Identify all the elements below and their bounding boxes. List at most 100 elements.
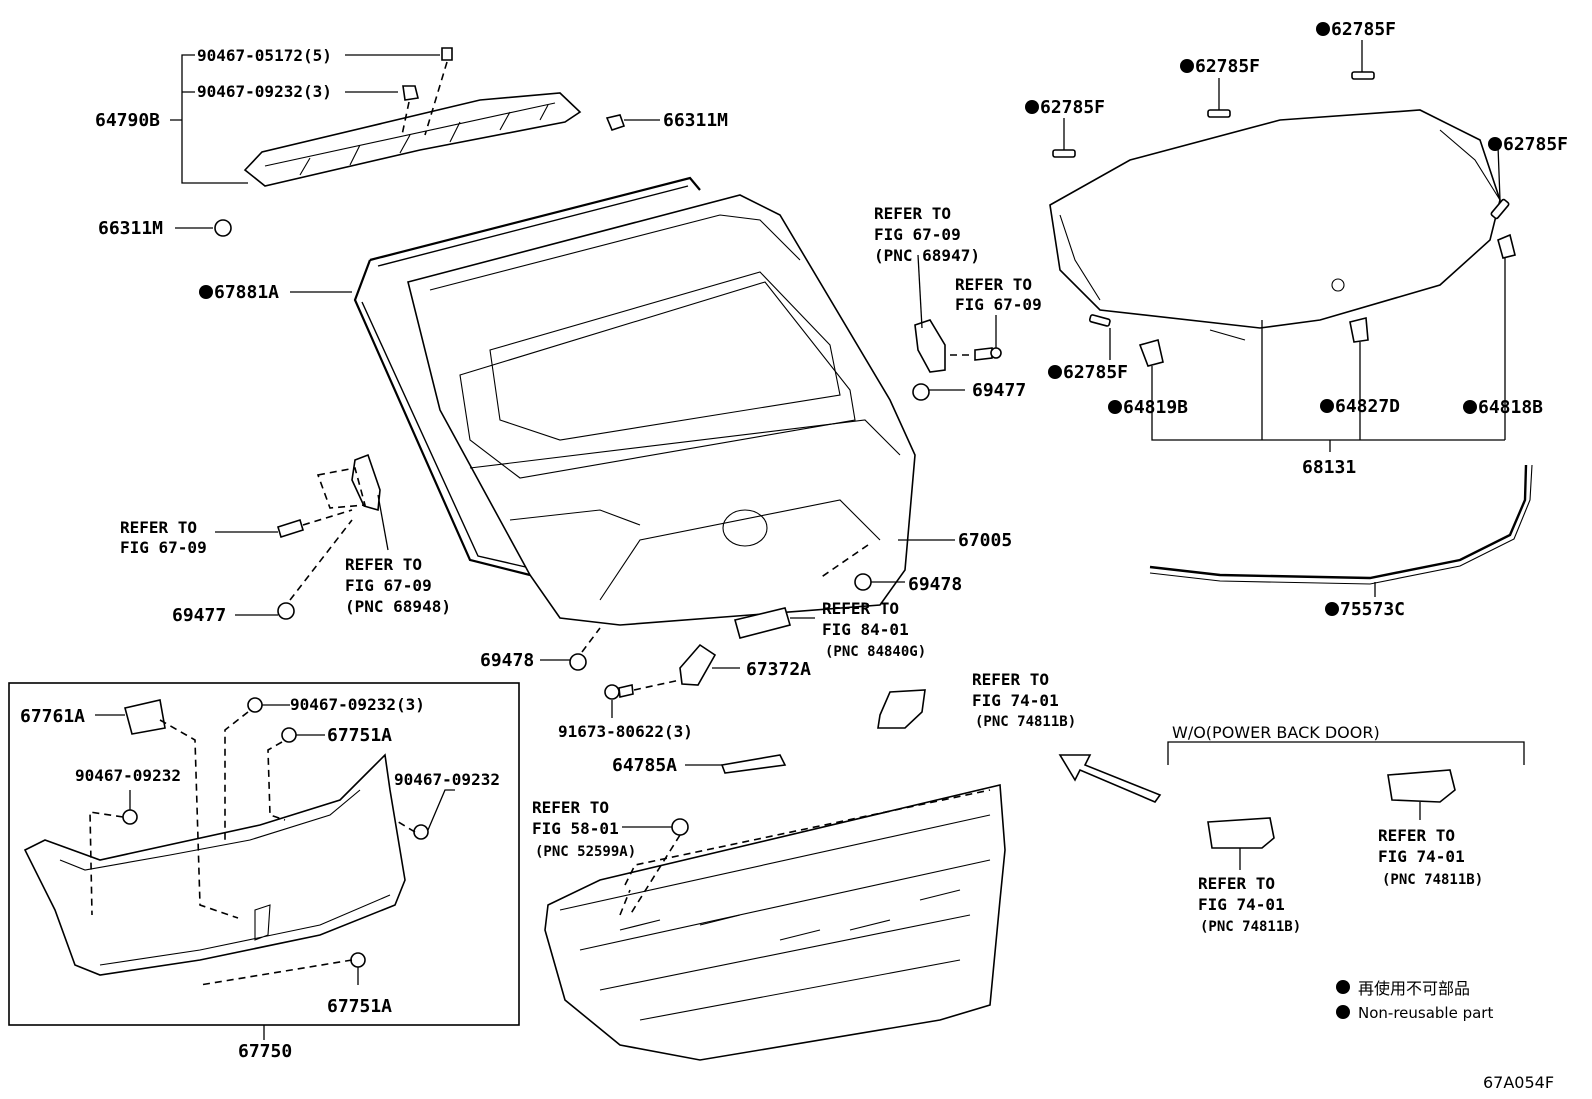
svg-text:FIG 67-09: FIG 67-09 bbox=[874, 225, 961, 244]
label-90467-09232-b: 90467-09232 bbox=[394, 770, 500, 789]
label-wo-power-back-door: W/O(POWER BACK DOOR) bbox=[1172, 723, 1380, 742]
svg-text:(PNC 84840G): (PNC 84840G) bbox=[825, 644, 926, 660]
back-window-glass-68131[interactable] bbox=[1049, 109, 1501, 341]
label-90467-09232-top: 90467-09232(3) bbox=[197, 82, 332, 101]
svg-text:REFER TO: REFER TO bbox=[120, 518, 197, 537]
lamp-74811b-center[interactable] bbox=[877, 689, 926, 729]
hinge-left[interactable] bbox=[316, 453, 381, 512]
inner-trim-67750[interactable] bbox=[23, 753, 406, 976]
svg-text:REFER TO: REFER TO bbox=[532, 798, 609, 817]
upper-trim-panel-64790b[interactable] bbox=[243, 92, 582, 187]
lamp-74811b-wo-right[interactable] bbox=[1387, 769, 1456, 803]
label-68131: 68131 bbox=[1302, 457, 1356, 478]
label-62785f-1: 62785F bbox=[1040, 97, 1105, 118]
label-64819b: 64819B bbox=[1123, 397, 1188, 418]
label-66311m-top: 66311M bbox=[663, 110, 728, 131]
label-66311m-left: 66311M bbox=[98, 218, 163, 239]
label-62785f-5: 62785F bbox=[1063, 362, 1128, 383]
garnish-64785a[interactable] bbox=[720, 754, 787, 774]
legend-line-en: Non-reusable part bbox=[1358, 1004, 1493, 1022]
weatherstrip-67881a[interactable] bbox=[353, 176, 701, 577]
clip-90467-09232-top[interactable] bbox=[402, 85, 419, 101]
label-90467-09232-box: 90467-09232(3) bbox=[290, 695, 425, 714]
screw-91673[interactable] bbox=[604, 684, 634, 700]
svg-text:FIG 58-01: FIG 58-01 bbox=[532, 819, 619, 838]
ref-fig-67-09-left[interactable]: REFER TO FIG 67-09 bbox=[120, 518, 207, 557]
label-69477-left: 69477 bbox=[172, 605, 226, 626]
ref-fig-84-01[interactable]: REFER TO FIG 84-01 (PNC 84840G) bbox=[822, 599, 926, 660]
label-91673-80622: 91673-80622(3) bbox=[558, 722, 693, 741]
bolt-left[interactable] bbox=[277, 518, 304, 539]
label-67761a: 67761A bbox=[20, 706, 85, 727]
lamp-74811b-wo-left[interactable] bbox=[1207, 817, 1275, 849]
ref-fig-67-09-pnc-68947[interactable]: REFER TO FIG 67-09 (PNC 68947) bbox=[874, 204, 980, 265]
hinge-right[interactable] bbox=[914, 319, 946, 373]
svg-text:(PNC 74811B): (PNC 74811B) bbox=[1200, 919, 1301, 935]
label-64818b: 64818B bbox=[1478, 397, 1543, 418]
svg-text:REFER TO: REFER TO bbox=[874, 204, 951, 223]
label-75573c: 75573C bbox=[1340, 599, 1405, 620]
bumper-69477-right[interactable] bbox=[912, 383, 930, 401]
plug-52599a[interactable] bbox=[671, 818, 689, 836]
svg-text:REFER TO: REFER TO bbox=[1378, 826, 1455, 845]
clip-66311m-top[interactable] bbox=[605, 114, 626, 131]
legend-line-jp: 再使用不可部品 bbox=[1358, 979, 1470, 998]
ref-fig-74-01-center[interactable]: REFER TO FIG 74-01 (PNC 74811B) bbox=[972, 670, 1076, 730]
label-62785f-3: 62785F bbox=[1331, 19, 1396, 40]
label-62785f-2: 62785F bbox=[1195, 56, 1260, 77]
label-64827d: 64827D bbox=[1335, 396, 1400, 417]
clip-66311m-left[interactable] bbox=[214, 219, 232, 237]
label-90467-05172: 90467-05172(5) bbox=[197, 46, 332, 65]
leader-64790b bbox=[170, 54, 440, 184]
svg-text:REFER TO: REFER TO bbox=[955, 275, 1032, 294]
label-67751a-bottom: 67751A bbox=[327, 996, 392, 1017]
label-67372a: 67372A bbox=[746, 659, 811, 680]
svg-text:(PNC 68948): (PNC 68948) bbox=[345, 597, 451, 616]
bumper-69478-right[interactable] bbox=[854, 573, 872, 591]
svg-text:(PNC 74811B): (PNC 74811B) bbox=[1382, 872, 1483, 888]
svg-text:FIG 67-09: FIG 67-09 bbox=[345, 576, 432, 595]
back-door-panel-67005[interactable] bbox=[407, 194, 916, 626]
label-69477-right: 69477 bbox=[972, 380, 1026, 401]
inner-door-panel[interactable] bbox=[544, 784, 1006, 1061]
label-67005: 67005 bbox=[958, 530, 1012, 551]
ref-fig-67-09-pnc-68948[interactable]: REFER TO FIG 67-09 (PNC 68948) bbox=[345, 555, 451, 616]
label-64790b: 64790B bbox=[95, 110, 160, 131]
ref-fig-67-09-right[interactable]: REFER TO FIG 67-09 bbox=[955, 275, 1042, 314]
bumper-69478-left[interactable] bbox=[569, 653, 587, 671]
label-67750: 67750 bbox=[238, 1041, 292, 1062]
ref-fig-58-01[interactable]: REFER TO FIG 58-01 (PNC 52599A) bbox=[532, 798, 636, 860]
legend: 再使用不可部品 Non-reusable part bbox=[1358, 979, 1493, 1022]
svg-text:(PNC 68947): (PNC 68947) bbox=[874, 246, 980, 265]
svg-text:(PNC 52599A): (PNC 52599A) bbox=[535, 844, 636, 860]
ref-fig-74-01-wo-left[interactable]: REFER TO FIG 74-01 (PNC 74811B) bbox=[1198, 874, 1301, 935]
label-90467-09232-a: 90467-09232 bbox=[75, 766, 181, 785]
bolt-right[interactable] bbox=[974, 347, 1002, 361]
svg-text:(PNC 74811B): (PNC 74811B) bbox=[975, 714, 1076, 730]
svg-text:FIG 74-01: FIG 74-01 bbox=[1378, 847, 1465, 866]
label-64785a: 64785A bbox=[612, 755, 677, 776]
clips-90467-09232-box[interactable] bbox=[122, 697, 429, 968]
svg-text:REFER TO: REFER TO bbox=[345, 555, 422, 574]
svg-text:REFER TO: REFER TO bbox=[972, 670, 1049, 689]
label-67881a: 67881A bbox=[214, 282, 279, 303]
svg-text:REFER TO: REFER TO bbox=[822, 599, 899, 618]
ref-fig-74-01-wo-right[interactable]: REFER TO FIG 74-01 (PNC 74811B) bbox=[1378, 826, 1483, 888]
cover-67761a[interactable] bbox=[124, 699, 166, 735]
svg-text:FIG 74-01: FIG 74-01 bbox=[1198, 895, 1285, 914]
brackets-64819b-64827d-64818b[interactable] bbox=[1138, 233, 1516, 367]
clip-90467-05172[interactable] bbox=[441, 47, 453, 61]
svg-text:REFER TO: REFER TO bbox=[1198, 874, 1275, 893]
figure-code: 67A054F bbox=[1483, 1073, 1554, 1092]
svg-text:FIG 74-01: FIG 74-01 bbox=[972, 691, 1059, 710]
lock-67372a[interactable] bbox=[679, 643, 717, 686]
svg-text:FIG 84-01: FIG 84-01 bbox=[822, 620, 909, 639]
bumper-69477-left[interactable] bbox=[277, 602, 295, 620]
label-69478-left: 69478 bbox=[480, 650, 534, 671]
moulding-75573c[interactable] bbox=[1149, 464, 1533, 585]
label-67751a-top: 67751A bbox=[327, 725, 392, 746]
label-69478-right: 69478 bbox=[908, 574, 962, 595]
svg-text:FIG 67-09: FIG 67-09 bbox=[955, 295, 1042, 314]
handle-84840g[interactable] bbox=[734, 607, 792, 639]
